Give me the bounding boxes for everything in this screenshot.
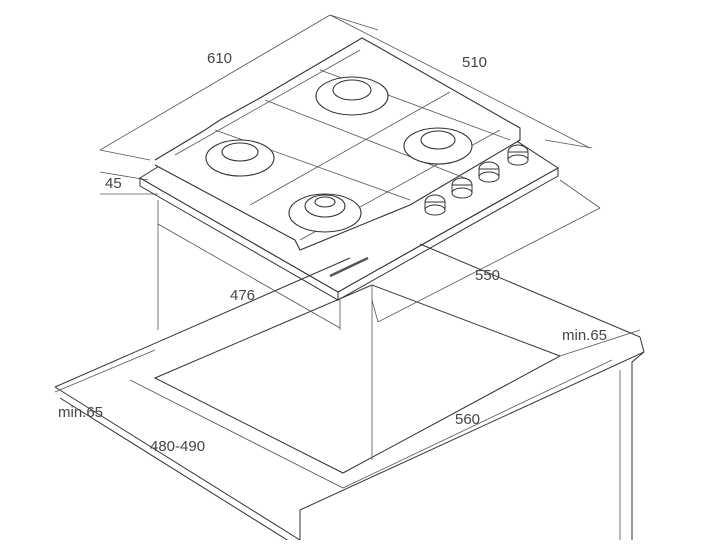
knob-1 bbox=[424, 194, 446, 216]
label-width: 610 bbox=[207, 50, 232, 67]
burners bbox=[205, 76, 473, 233]
burner-right bbox=[403, 127, 473, 165]
label-cutout-width: 550 bbox=[475, 267, 500, 284]
label-cutout-depth: 476 bbox=[230, 287, 255, 304]
label-counter-width: 560 bbox=[455, 411, 480, 428]
label-min-back: min.65 bbox=[562, 327, 607, 344]
knob-2 bbox=[451, 177, 473, 199]
knob-3 bbox=[478, 161, 500, 183]
countertop bbox=[54, 243, 645, 545]
label-depth: 510 bbox=[462, 54, 487, 71]
dimension-labels: 610 510 45 550 476 min.65 min.65 560 480… bbox=[58, 50, 607, 455]
burner-front-left bbox=[205, 139, 275, 177]
dimension-lines bbox=[54, 14, 641, 489]
label-height: 45 bbox=[105, 175, 122, 192]
countertop-cutout bbox=[153, 284, 562, 474]
label-counter-depth: 480-490 bbox=[150, 438, 205, 455]
burner-front-wok bbox=[288, 193, 362, 233]
burner-back bbox=[315, 76, 389, 116]
control-knobs bbox=[424, 144, 529, 216]
label-min-front: min.65 bbox=[58, 404, 103, 421]
knob-4 bbox=[507, 144, 529, 166]
